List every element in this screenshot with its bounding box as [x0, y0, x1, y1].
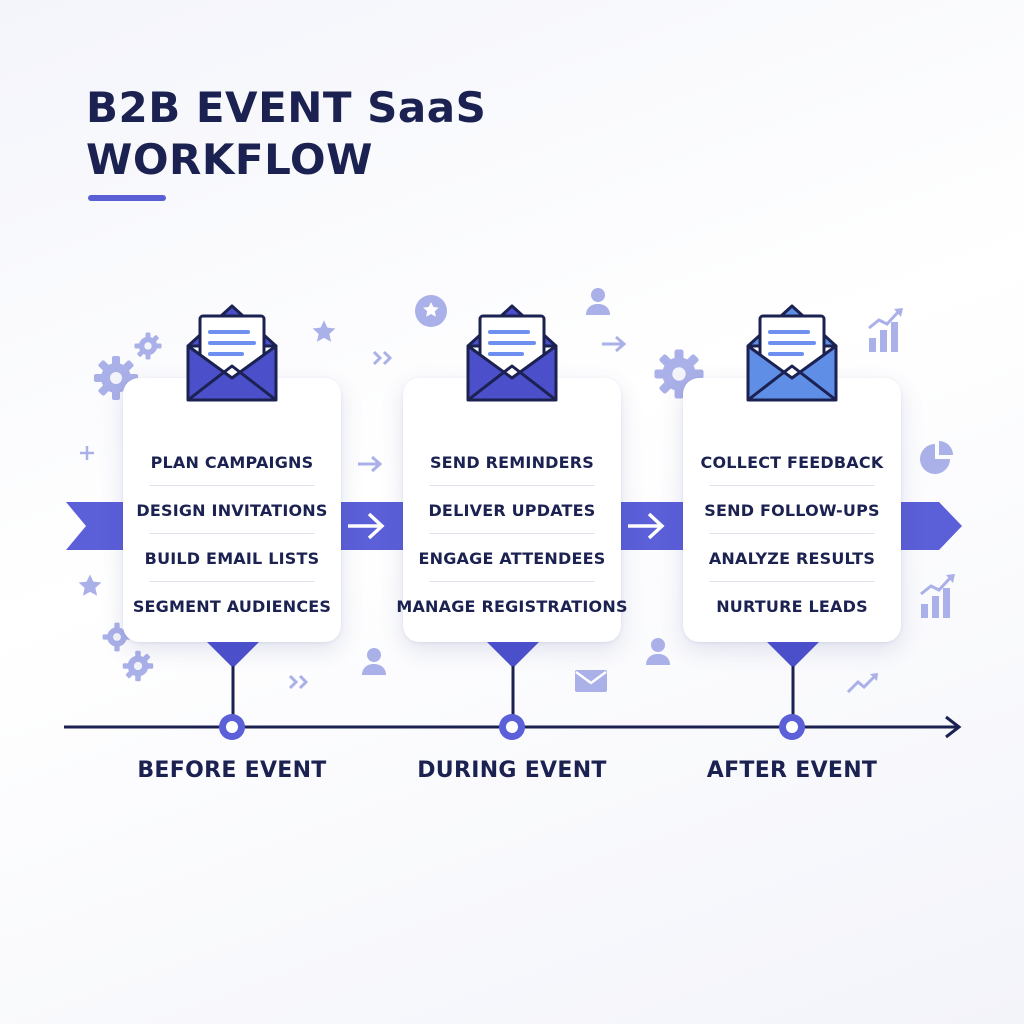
trend-arrow-icon: [846, 673, 878, 694]
task-item: DELIVER UPDATES: [403, 486, 621, 534]
chevron-right-icon: [288, 674, 309, 690]
star-icon: [312, 320, 336, 342]
timeline-node: [779, 714, 805, 740]
chevron-right-icon: [372, 350, 393, 366]
task-item: SEND FOLLOW-UPS: [683, 486, 901, 534]
task-item: COLLECT FEEDBACK: [683, 438, 901, 486]
stage-card-before: PLAN CAMPAIGNS DESIGN INVITATIONS BUILD …: [123, 378, 341, 642]
gear-icon: [122, 650, 154, 682]
stage-card-during: SEND REMINDERS DELIVER UPDATES ENGAGE AT…: [396, 378, 628, 642]
stage-connector: [207, 642, 259, 716]
gear-icon: [134, 332, 162, 360]
stage-label-before: BEFORE EVENT: [137, 758, 327, 783]
star-icon: [78, 574, 102, 596]
timeline-node: [499, 714, 525, 740]
task-item: SEND REMINDERS: [403, 438, 621, 486]
stage-connector: [767, 642, 819, 716]
task-list: PLAN CAMPAIGNS DESIGN INVITATIONS BUILD …: [123, 438, 341, 630]
timeline-axis: [64, 714, 962, 740]
task-item: SEGMENT AUDIENCES: [132, 596, 332, 616]
star-badge-icon: [415, 295, 447, 327]
task-list: COLLECT FEEDBACK SEND FOLLOW-UPS ANALYZE…: [683, 438, 901, 630]
user-icon: [646, 638, 670, 665]
task-item: BUILD EMAIL LISTS: [123, 534, 341, 582]
title-underline: [88, 195, 166, 201]
timeline-node: [219, 714, 245, 740]
task-item: ANALYZE RESULTS: [683, 534, 901, 582]
arrow-right-icon: [602, 335, 627, 353]
mail-icon: [575, 670, 607, 692]
arrow-right-icon: [628, 512, 665, 540]
task-item: MANAGE REGISTRATIONS: [396, 596, 628, 616]
arrow-right-icon: [358, 455, 383, 473]
task-item: DESIGN INVITATIONS: [123, 486, 341, 534]
title-line-2: WORKFLOW: [86, 135, 373, 184]
plus-icon: [80, 446, 94, 460]
task-item: PLAN CAMPAIGNS: [123, 438, 341, 486]
title-line-1: B2B EVENT SaaS: [86, 83, 487, 132]
open-envelope-icon: [186, 304, 278, 402]
task-item: ENGAGE ATTENDEES: [403, 534, 621, 582]
arrow-right-icon: [348, 512, 385, 540]
task-list: SEND REMINDERS DELIVER UPDATES ENGAGE AT…: [396, 438, 628, 630]
bar-chart-icon: [868, 308, 903, 352]
diagram-title: B2B EVENT SaaS WORKFLOW: [86, 82, 486, 186]
bar-chart-icon: [920, 574, 955, 618]
pie-chart-icon: [920, 441, 953, 474]
open-envelope-icon: [466, 304, 558, 402]
user-icon: [586, 288, 610, 315]
open-envelope-icon: [746, 304, 838, 402]
task-item: NURTURE LEADS: [716, 596, 868, 616]
stage-label-after: AFTER EVENT: [706, 758, 878, 783]
stage-connector: [487, 642, 539, 716]
user-icon: [362, 648, 386, 675]
stage-label-during: DURING EVENT: [417, 758, 607, 783]
stage-card-after: COLLECT FEEDBACK SEND FOLLOW-UPS ANALYZE…: [683, 378, 901, 642]
